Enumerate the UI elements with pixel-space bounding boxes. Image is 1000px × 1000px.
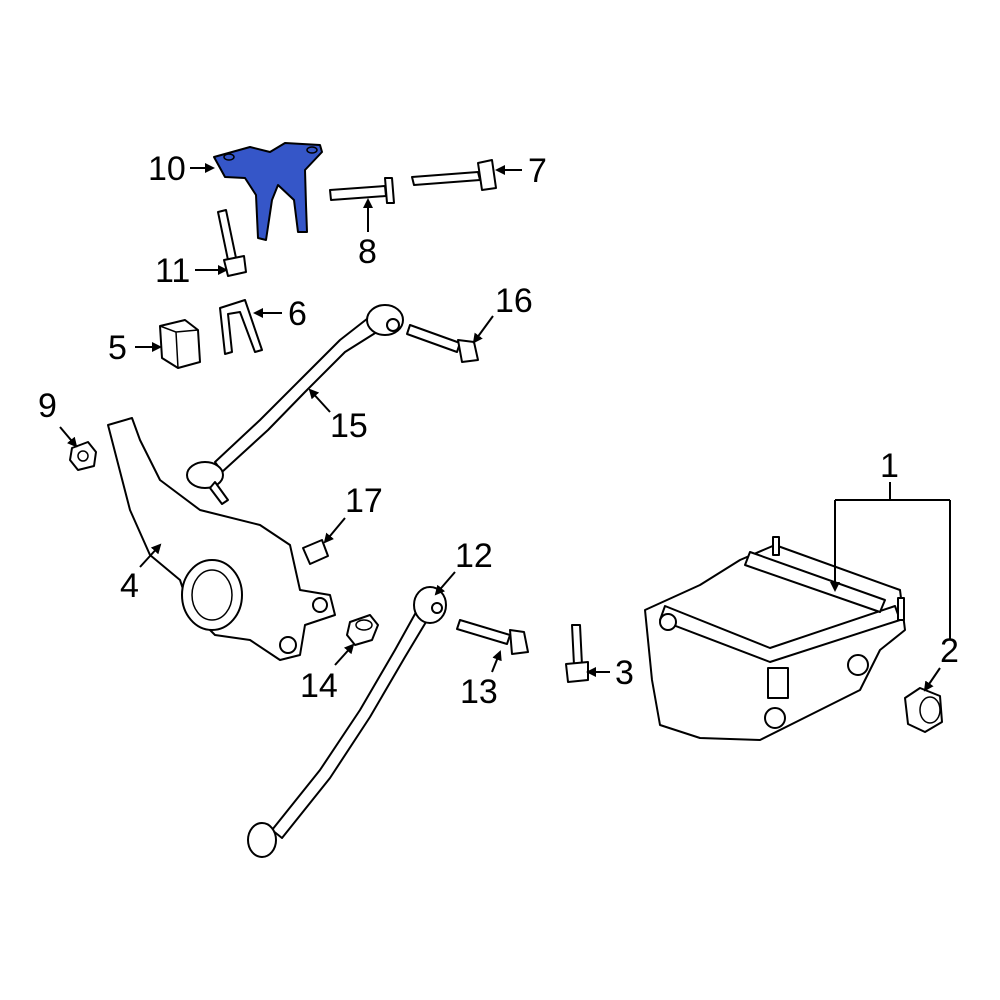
part-17-clip[interactable] [302,539,329,565]
callout-17: 17 [345,482,383,520]
part-15-control-arm[interactable] [186,304,404,505]
part-13-bolt[interactable] [456,619,529,655]
part-4-knuckle[interactable] [107,417,336,661]
callout-2: 2 [940,632,959,670]
callout-1: 1 [880,447,899,485]
callout-4: 4 [120,567,139,605]
callout-11: 11 [155,252,190,290]
part-11-bolt[interactable] [217,209,247,277]
part-5-bushing[interactable] [159,319,201,369]
callout-8: 8 [358,233,377,271]
callout-10: 10 [148,150,186,188]
callout-7: 7 [528,152,547,190]
part-8-sleeve[interactable] [329,177,395,204]
part-7-bolt[interactable] [411,159,497,191]
part-6-clip[interactable] [219,299,263,355]
part-10-bracket[interactable] [213,142,323,241]
callout-15: 15 [330,407,368,445]
part-1-subframe[interactable] [644,536,906,741]
callout-13: 13 [460,673,498,711]
part-2-bushing[interactable] [904,687,943,733]
callout-5: 5 [108,329,127,367]
part-3-bolt[interactable] [565,624,589,683]
callout-12: 12 [455,537,493,575]
callout-16: 16 [495,282,533,320]
part-12-lower-arm[interactable] [247,586,447,858]
part-16-bolt[interactable] [406,324,479,363]
part-14-bushing[interactable] [346,614,379,646]
callout-6: 6 [288,295,307,333]
callout-labels: 10 7 8 11 6 5 16 9 15 17 4 12 1 2 14 13 … [38,150,959,711]
callout-9: 9 [38,387,57,425]
leader-lines [59,163,951,692]
callout-3: 3 [615,654,634,692]
part-9-nut[interactable] [69,441,97,471]
callout-14: 14 [300,667,338,705]
